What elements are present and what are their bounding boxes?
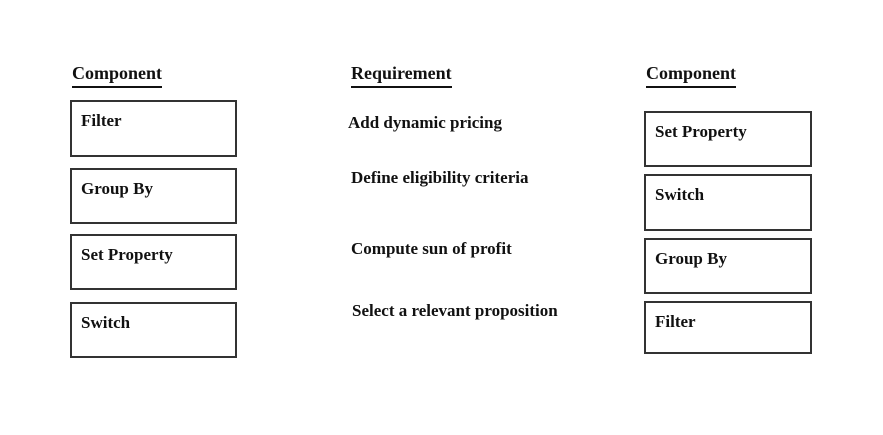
component-box-switch[interactable]: Switch xyxy=(70,302,237,358)
requirement-compute-sun-of-profit: Compute sun of profit xyxy=(351,239,512,258)
box-label: Filter xyxy=(655,312,696,331)
box-label: Group By xyxy=(81,179,153,198)
requirement-add-dynamic-pricing: Add dynamic pricing xyxy=(348,113,502,132)
component-box-group-by[interactable]: Group By xyxy=(70,168,237,224)
left-column-header: Component xyxy=(72,63,163,88)
answer-box-switch[interactable]: Switch xyxy=(644,174,812,231)
box-label: Set Property xyxy=(655,122,747,141)
box-label: Group By xyxy=(655,249,727,268)
box-label: Switch xyxy=(81,313,131,332)
box-label: Switch xyxy=(655,185,705,204)
right-column-header: Component xyxy=(646,63,737,88)
answer-box-group-by[interactable]: Group By xyxy=(644,238,812,294)
answer-box-filter[interactable]: Filter xyxy=(644,301,812,354)
component-box-set-property[interactable]: Set Property xyxy=(70,234,237,290)
requirement-column-header: Requirement xyxy=(351,63,452,88)
answer-box-set-property[interactable]: Set Property xyxy=(644,111,812,167)
requirement-define-eligibility-criteria: Define eligibility criteria xyxy=(351,168,529,187)
box-label: Filter xyxy=(81,111,122,130)
box-label: Set Property xyxy=(81,245,173,264)
component-box-filter[interactable]: Filter xyxy=(70,100,237,157)
requirement-select-relevant-proposition: Select a relevant proposition xyxy=(352,301,558,320)
